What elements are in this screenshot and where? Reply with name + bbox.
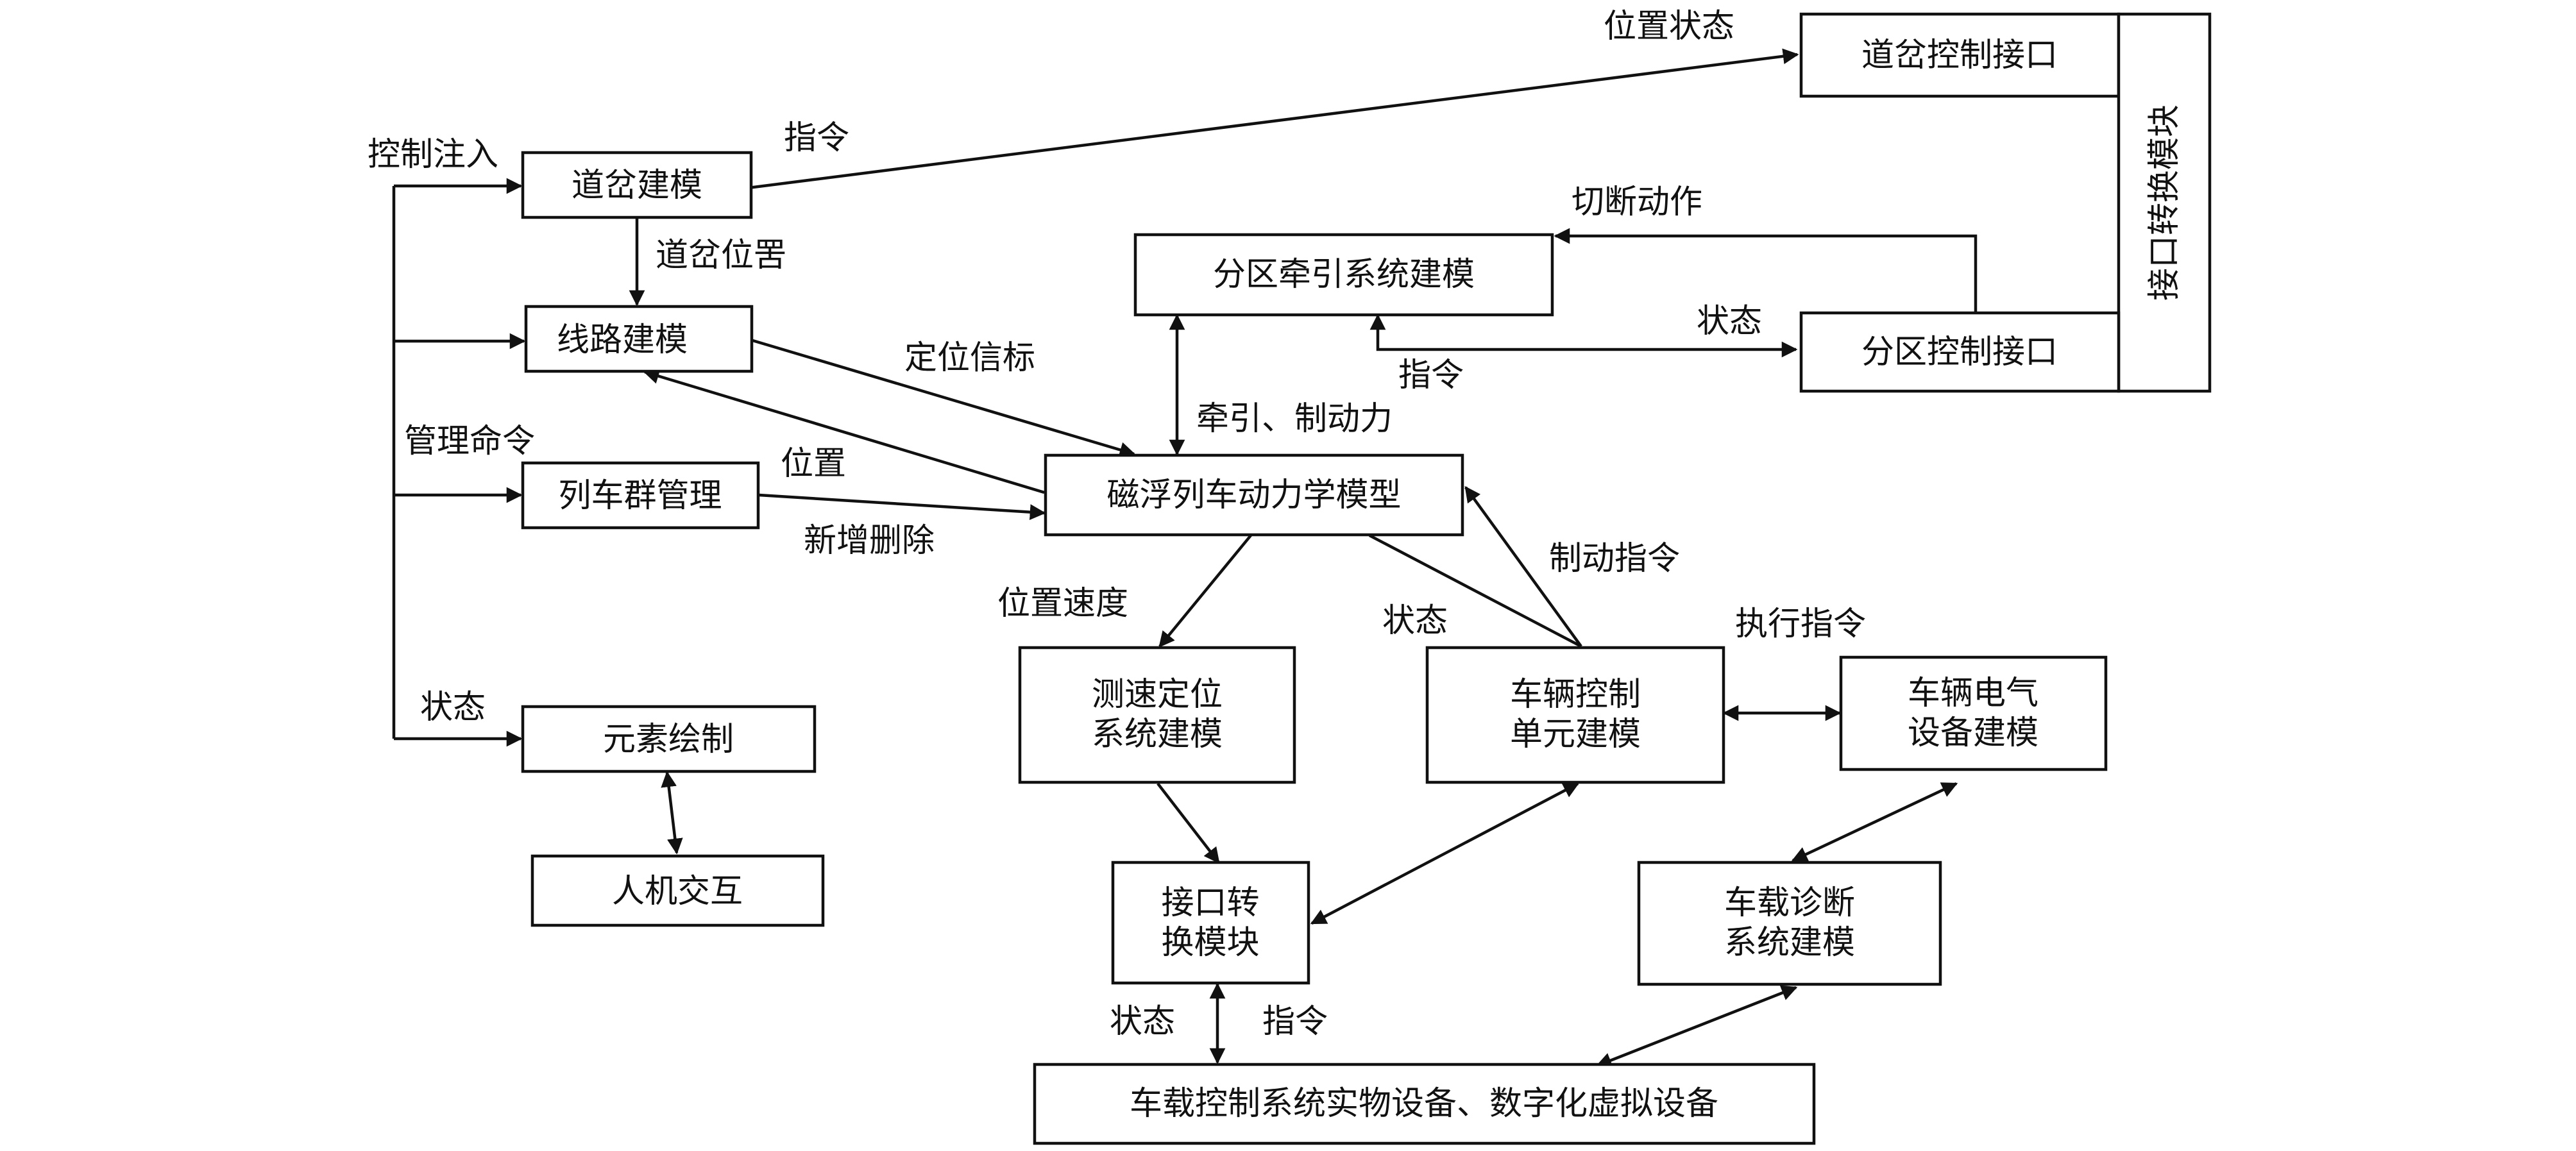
section-state-command-arrow bbox=[1369, 314, 1798, 358]
switch-model-box bbox=[521, 151, 753, 219]
onboard-equipment-node: 车载控制系统实物设备、数字化虚拟设备 bbox=[1033, 1063, 1816, 1145]
speed-position-to-iface-arrow bbox=[1157, 782, 1220, 864]
label-state-section: 状态 bbox=[1697, 303, 1762, 340]
label-command-bottom: 指令 bbox=[1262, 1003, 1328, 1041]
hmi-box bbox=[530, 854, 825, 927]
speed-position-label-1: 测速定位 bbox=[1092, 676, 1223, 714]
vehicle-ctrl-unit-label-1: 车辆控制 bbox=[1510, 676, 1641, 714]
element-draw-label: 元素绘制 bbox=[603, 721, 734, 759]
interface-module-center-label-1: 接口转 bbox=[1161, 884, 1259, 922]
maglev-dynamics-node: 磁浮列车动力学模型 bbox=[1044, 453, 1464, 537]
vehicle-ctrl-unit-label-2: 单元建模 bbox=[1510, 716, 1641, 753]
element-draw-box bbox=[521, 705, 817, 773]
vehicle-electric-node: 车辆电气 设备建模 bbox=[1839, 655, 2108, 771]
label-position-speed: 位置速度 bbox=[997, 585, 1128, 623]
interface-module-center-label-2: 换模块 bbox=[1161, 924, 1259, 962]
diagnosis-equipment-arrow bbox=[1595, 985, 1798, 1068]
label-position: 位置 bbox=[781, 445, 846, 483]
section-traction-label: 分区牵引系统建模 bbox=[1213, 256, 1475, 294]
section-ctrl-iface-box bbox=[1799, 311, 2121, 393]
onboard-diagnosis-label-1: 车载诊断 bbox=[1724, 884, 1855, 922]
route-model-box bbox=[524, 305, 754, 373]
interface-module-right-box bbox=[2117, 12, 2212, 393]
switch-ctrl-iface-box bbox=[1799, 12, 2121, 98]
label-command-top: 指令 bbox=[784, 119, 849, 157]
switch-ctrl-iface-node: 道岔控制接口 bbox=[1799, 12, 2121, 98]
vehicle-electric-label-2: 设备建模 bbox=[1908, 714, 2038, 752]
element-draw-hmi-arrow bbox=[661, 771, 683, 855]
switch-iface-switch-model-arrow bbox=[726, 48, 1799, 197]
interface-module-right-label: 接口转换模块 bbox=[2146, 105, 2183, 301]
label-traction-brake-force: 牵引、制动力 bbox=[1196, 400, 1393, 438]
vehicle-ctrl-unit-box bbox=[1425, 646, 1725, 784]
speed-position-node: 测速定位 系统建模 bbox=[1018, 646, 1296, 784]
vehicle-electric-box bbox=[1839, 655, 2108, 771]
interface-module-center-node: 接口转 换模块 bbox=[1111, 861, 1310, 985]
train-group-box bbox=[521, 461, 760, 530]
section-ctrl-iface-label: 分区控制接口 bbox=[1861, 333, 2058, 371]
label-command-section: 指令 bbox=[1398, 357, 1464, 394]
hmi-node: 人机交互 bbox=[530, 854, 825, 927]
label-add-delete: 新增删除 bbox=[804, 522, 935, 560]
section-ctrl-iface-node: 分区控制接口 bbox=[1799, 311, 2121, 393]
onboard-diagnosis-label-2: 系统建模 bbox=[1724, 924, 1855, 962]
hmi-label: 人机交互 bbox=[612, 873, 743, 911]
onboard-equipment-label: 车载控制系统实物设备、数字化虚拟设备 bbox=[1130, 1085, 1718, 1123]
label-brake-command: 制动指令 bbox=[1549, 540, 1680, 578]
label-cut-action: 切断动作 bbox=[1572, 183, 1702, 221]
switch-model-label: 道岔建模 bbox=[572, 167, 702, 205]
label-state-left: 状态 bbox=[420, 689, 486, 727]
label-position-state: 位置状态 bbox=[1604, 8, 1734, 46]
interface-module-right-node: 接口转换模块 bbox=[2117, 12, 2212, 393]
interface-module-center-box bbox=[1111, 861, 1310, 985]
edge-labels: 控制注入 道岔位罟 管理命令 状态 位置状态 指令 切断动作 状态 指令 定位信… bbox=[368, 8, 1866, 1041]
label-state-bottom: 状态 bbox=[1110, 1003, 1175, 1041]
label-state-vcu: 状态 bbox=[1382, 602, 1448, 640]
section-traction-box bbox=[1133, 233, 1554, 317]
train-group-node: 列车群管理 bbox=[521, 461, 760, 530]
element-draw-node: 元素绘制 bbox=[521, 705, 817, 773]
maglev-dynamics-box bbox=[1044, 453, 1464, 537]
vehicle-electric-label-1: 车辆电气 bbox=[1908, 675, 2038, 712]
route-to-dynamics-arrow bbox=[750, 338, 1136, 458]
maglev-dynamics-label: 磁浮列车动力学模型 bbox=[1106, 476, 1401, 514]
dynamics-to-route-arrow bbox=[643, 368, 1045, 494]
route-model-node: 线路建模 bbox=[524, 305, 754, 373]
onboard-equipment-box bbox=[1033, 1063, 1816, 1145]
electric-diagnosis-arrow bbox=[1791, 782, 1958, 862]
label-mgmt-command: 管理命令 bbox=[404, 423, 535, 460]
label-exec-command: 执行指令 bbox=[1735, 605, 1866, 643]
onboard-diagnosis-box bbox=[1637, 861, 1942, 986]
route-model-label: 线路建模 bbox=[557, 321, 688, 359]
label-switch-position: 道岔位罟 bbox=[656, 237, 786, 274]
vehicle-ctrl-unit-node: 车辆控制 单元建模 bbox=[1425, 646, 1725, 784]
switch-model-node: 道岔建模 bbox=[521, 151, 753, 219]
label-control-inject: 控制注入 bbox=[368, 136, 498, 174]
iface-vcu-arrow bbox=[1310, 782, 1580, 925]
section-traction-node: 分区牵引系统建模 bbox=[1133, 233, 1554, 317]
dynamics-to-speed-position-arrow bbox=[1158, 534, 1252, 648]
train-group-label: 列车群管理 bbox=[558, 477, 722, 515]
speed-position-box bbox=[1018, 646, 1296, 784]
cut-action-arrow bbox=[1554, 228, 1978, 314]
switch-ctrl-iface-label: 道岔控制接口 bbox=[1861, 37, 2058, 74]
label-positioning-beacon: 定位信标 bbox=[904, 339, 1035, 377]
train-group-to-dynamics-arrow bbox=[758, 493, 1046, 520]
vcu-to-dynamics-arrow bbox=[1464, 485, 1582, 648]
connectors bbox=[392, 48, 1978, 1068]
speed-position-label-2: 系统建模 bbox=[1092, 716, 1223, 753]
onboard-diagnosis-node: 车载诊断 系统建模 bbox=[1637, 861, 1942, 986]
dynamics-to-vcu-arrow bbox=[1368, 534, 1582, 648]
